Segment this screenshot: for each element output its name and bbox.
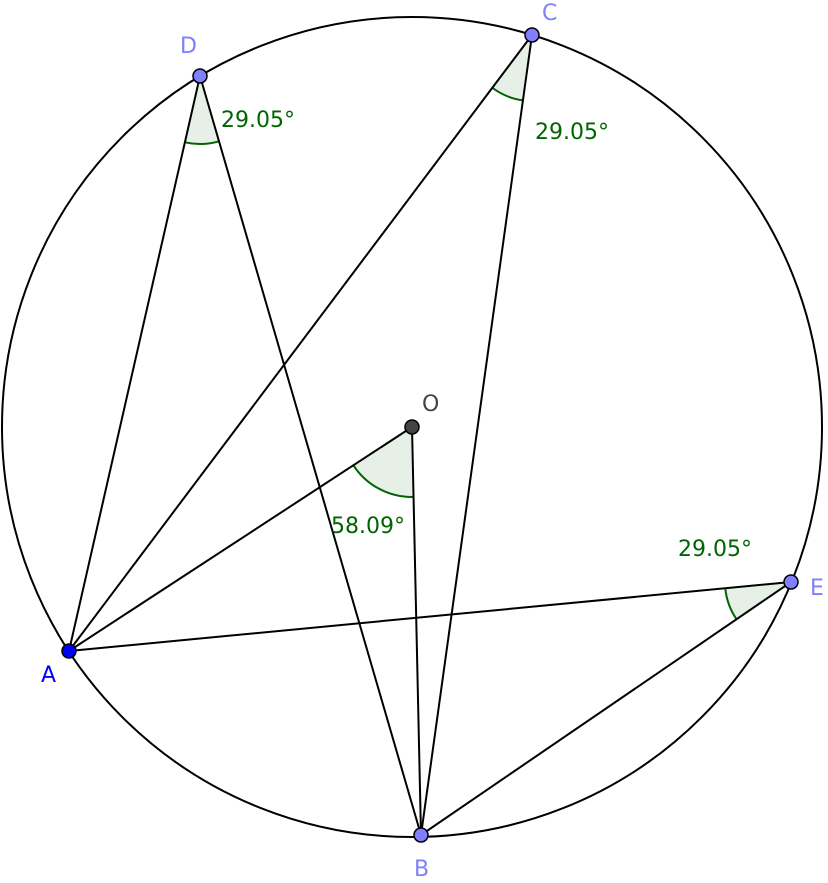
segment-ob [411,426,422,836]
angle-sector-o [353,427,414,497]
points [61,27,799,843]
segment-eb [420,581,792,836]
point-label-b: B [414,857,429,878]
point-label-o: O [422,392,439,417]
point-label-a: A [41,663,56,688]
angle-arc-e [724,588,738,620]
angle-arc-d [184,140,220,145]
segment-ao [68,426,413,652]
angle-markers [184,35,791,620]
segments [68,34,792,836]
angle-labels: 29.05° 29.05° 58.09° 29.05° [221,108,752,562]
point-c[interactable] [524,27,540,43]
point-b[interactable] [413,827,429,843]
point-label-e: E [810,576,824,601]
point-e[interactable] [783,574,799,590]
angle-label-c: 29.05° [535,120,609,145]
segment-db [199,75,422,836]
segment-ad [68,75,201,652]
circle [1,16,823,838]
angle-sector-e [725,582,791,620]
angle-sector-c [492,35,532,101]
point-d[interactable] [192,68,208,84]
angle-label-o: 58.09° [331,514,405,539]
point-label-c: C [542,1,557,26]
point-a[interactable] [61,643,77,659]
segment-cb [420,34,533,836]
angle-label-e: 29.05° [678,537,752,562]
point-label-d: D [180,34,197,59]
angle-sector-d [184,76,220,145]
angle-arc-c [491,86,524,102]
segment-ac [68,34,533,652]
point-o[interactable] [404,419,420,435]
point-labels: O A B C D E [41,1,824,882]
angle-arc-o [352,464,414,498]
angle-label-d: 29.05° [221,108,295,133]
segment-ae [68,581,792,652]
